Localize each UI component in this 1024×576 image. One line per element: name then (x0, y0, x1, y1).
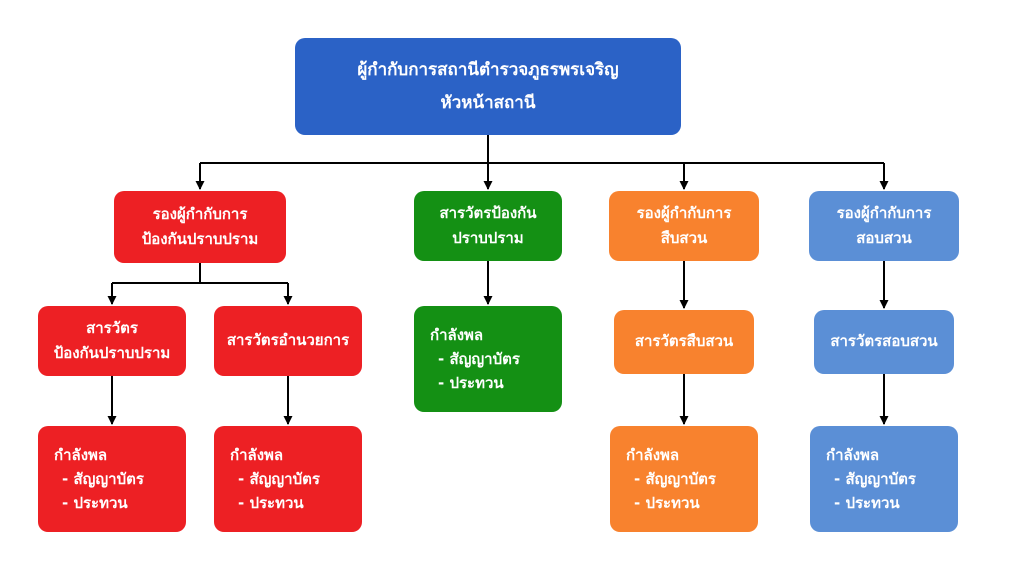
org-node-personnel-prevention: กำลังพล - สัญญาบัตร - ประทวน (38, 426, 186, 532)
personnel-item: - ประทวน (62, 494, 128, 512)
personnel-item: - ประทวน (238, 494, 304, 512)
personnel-title: กำลังพล (54, 446, 108, 464)
personnel-item: - ประทวน (834, 494, 900, 512)
personnel-item: - สัญญาบัตร (438, 350, 520, 368)
org-node-inspector-interrogation: สารวัตรสอบสวน (814, 310, 954, 374)
node-label-line: ผู้กำกับการสถานีตำรวจภูธรพรเจริญ (357, 60, 619, 81)
personnel-title: กำลังพล (626, 446, 680, 464)
personnel-item: - สัญญาบัตร (634, 470, 716, 488)
org-node-deputy-prevention: รองผู้กำกับการ ป้องกันปราบปราม (114, 191, 286, 263)
personnel-title: กำลังพล (230, 446, 284, 464)
node-label-line: สารวัตรสอบสวน (830, 332, 938, 351)
node-label-line: สืบสวน (660, 229, 708, 247)
org-node-personnel-interrogation: กำลังพล - สัญญาบัตร - ประทวน (810, 426, 958, 532)
node-label-line: สอบสวน (856, 229, 912, 247)
org-node-inspector-admin: สารวัตรอำนวยการ (214, 306, 362, 376)
org-node-superintendent: ผู้กำกับการสถานีตำรวจภูธรพรเจริญ หัวหน้า… (295, 38, 681, 135)
org-node-inspector-prevention: สารวัตร ป้องกันปราบปราม (38, 306, 186, 376)
node-label-line: ป้องกันปราบปราม (53, 344, 171, 362)
node-label-line: รองผู้กำกับการ (152, 204, 248, 223)
node-label-line: ปราบปราม (452, 229, 524, 247)
node-label-line: ป้องกันปราบปราม (141, 230, 259, 248)
personnel-item: - สัญญาบัตร (62, 470, 144, 488)
org-node-deputy-interrogation: รองผู้กำกับการ สอบสวน (809, 191, 959, 261)
personnel-item: - ประทวน (438, 374, 504, 392)
org-node-personnel-suppression: กำลังพล - สัญญาบัตร - ประทวน (414, 306, 562, 412)
node-label-line: สารวัตร (86, 318, 138, 337)
org-node-personnel-admin: กำลังพล - สัญญาบัตร - ประทวน (214, 426, 362, 532)
org-node-inspector-investigation: สารวัตรสืบสวน (614, 310, 754, 374)
node-label-line: รองผู้กำกับการ (636, 203, 732, 222)
node-label-line: หัวหน้าสถานี (440, 92, 536, 113)
org-node-inspector-suppression: สารวัตรป้องกัน ปราบปราม (414, 191, 562, 261)
personnel-item: - สัญญาบัตร (238, 470, 320, 488)
personnel-title: กำลังพล (430, 326, 484, 344)
node-label-line: สารวัตรป้องกัน (439, 203, 537, 222)
node-label-line: สารวัตรอำนวยการ (226, 331, 350, 350)
node-label-line: รองผู้กำกับการ (836, 203, 932, 222)
org-node-deputy-investigation: รองผู้กำกับการ สืบสวน (609, 191, 759, 261)
personnel-title: กำลังพล (826, 446, 880, 464)
node-label-line: สารวัตรสืบสวน (634, 332, 734, 351)
org-node-personnel-investigation: กำลังพล - สัญญาบัตร - ประทวน (610, 426, 758, 532)
personnel-item: - สัญญาบัตร (834, 470, 916, 488)
personnel-item: - ประทวน (634, 494, 700, 512)
